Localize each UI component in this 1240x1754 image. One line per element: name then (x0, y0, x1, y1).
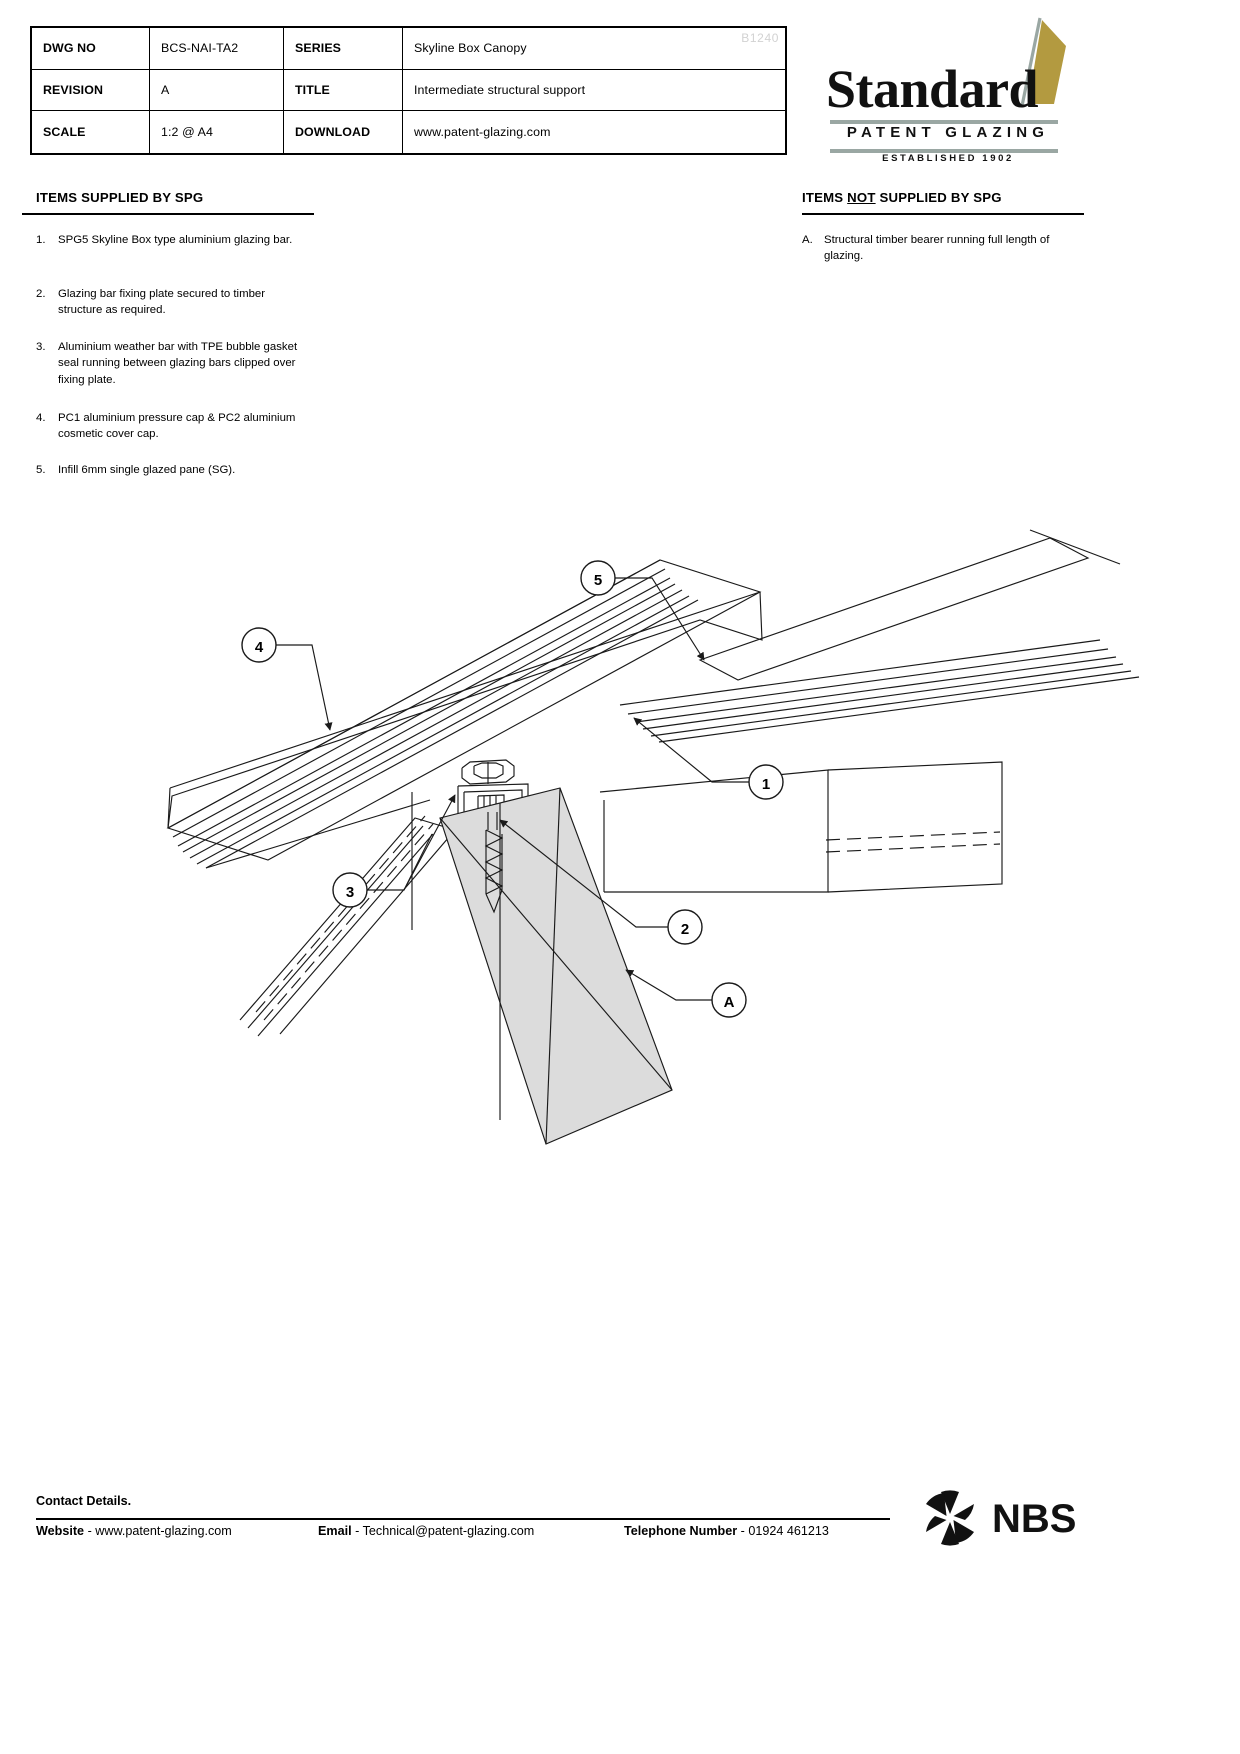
right-glass-pane (599, 761, 1003, 893)
footer-email: Email - Technical@patent-glazing.com (318, 1524, 534, 1538)
list-item: 5. Infill 6mm single glazed pane (SG). (36, 462, 308, 478)
item-text: Infill 6mm single glazed pane (SG). (58, 464, 236, 476)
item-number: A. (802, 234, 813, 246)
footer-divider (36, 1518, 890, 1520)
contact-details-title: Contact Details. (36, 1494, 132, 1508)
item-text: PC1 aluminium pressure cap & PC2 alumini… (58, 412, 296, 441)
logo-subtitle: PATENT GLAZING (846, 124, 1050, 141)
technical-detail-drawing: 5 4 1 3 2 A (166, 529, 1140, 1145)
leader-lines (275, 577, 750, 1001)
callout-label: 5 (594, 572, 602, 589)
not-supplied-heading-before: ITEMS (802, 190, 848, 205)
title-block-row: SCALE 1:2 @ A4 DOWNLOAD www.patent-glazi… (32, 111, 785, 153)
sheet-code-watermark: B1240 (741, 31, 779, 45)
cap-profile-lines-right (619, 639, 1140, 743)
not-supplied-heading-emphasis: NOT (847, 190, 876, 205)
title-block-row: REVISION A TITLE Intermediate structural… (32, 69, 785, 112)
scale-label: SCALE (32, 111, 150, 153)
series-value: Skyline Box Canopy (414, 41, 527, 56)
screw-fixing (484, 812, 504, 914)
footer-dash: - (355, 1524, 360, 1538)
flag-mark-icon (1020, 17, 1066, 107)
cap-profile-lines (167, 559, 699, 869)
callout-balloon-2[interactable]: 2 (667, 909, 703, 945)
item-text: Structural timber bearer running full le… (824, 234, 1050, 263)
not-supplied-heading: ITEMS NOT SUPPLIED BY SPG (802, 190, 1002, 205)
title-label: TITLE (284, 69, 403, 111)
email-value[interactable]: Technical@patent-glazing.com (362, 1524, 535, 1538)
logo-rule-bottom (830, 149, 1058, 153)
supplied-heading-rule (22, 213, 314, 215)
title-block-row: DWG NO BCS-NAI-TA2 SERIES Skyline Box Ca… (32, 28, 785, 70)
list-item: 1. SPG5 Skyline Box type aluminium glazi… (36, 232, 308, 248)
download-value: www.patent-glazing.com (414, 125, 551, 140)
title-block: B1240 DWG NO BCS-NAI-TA2 SERIES Skyline … (30, 26, 787, 155)
callout-label: 1 (762, 776, 770, 793)
callout-label: 2 (681, 921, 689, 938)
callout-label: A (724, 994, 735, 1011)
callout-balloon-a[interactable]: A (711, 982, 747, 1018)
telephone-label: Telephone Number (624, 1524, 738, 1538)
timber-bearer (439, 787, 673, 1145)
footer-telephone: Telephone Number - 01924 461213 (624, 1524, 829, 1538)
nbs-logo: NBS (926, 1490, 1076, 1546)
list-item: 2. Glazing bar fixing plate secured to t… (36, 286, 308, 319)
callout-balloons: 5 4 1 3 2 A (241, 560, 784, 1018)
website-label: Website (36, 1524, 85, 1538)
email-label: Email (318, 1524, 352, 1538)
list-item: A. Structural timber bearer running full… (802, 232, 1084, 265)
revision-label: REVISION (32, 69, 150, 111)
dwg-no-value: BCS-NAI-TA2 (150, 28, 284, 69)
item-number: 5. (36, 464, 46, 476)
title-value: Intermediate structural support (414, 82, 586, 97)
item-text: Glazing bar fixing plate secured to timb… (58, 288, 266, 317)
item-number: 2. (36, 288, 46, 300)
item-text: SPG5 Skyline Box type aluminium glazing … (58, 234, 293, 246)
callout-label: 3 (346, 884, 354, 901)
not-supplied-heading-after: SUPPLIED BY SPG (875, 190, 1002, 205)
left-glass-pane (239, 815, 457, 1037)
website-value[interactable]: www.patent-glazing.com (95, 1524, 232, 1538)
callout-balloon-4[interactable]: 4 (241, 627, 277, 663)
list-item: 4. PC1 aluminium pressure cap & PC2 alum… (36, 410, 308, 443)
supplied-heading: ITEMS SUPPLIED BY SPG (36, 190, 204, 205)
callout-balloon-3[interactable]: 3 (332, 872, 368, 908)
list-item: 3. Aluminium weather bar with TPE bubble… (36, 339, 308, 388)
nbs-wordmark: NBS (992, 1497, 1076, 1541)
logo-wordmark: Standard (826, 59, 1039, 119)
item-number: 1. (36, 234, 46, 246)
not-supplied-heading-rule (802, 213, 1084, 215)
footer-website: Website - www.patent-glazing.com (36, 1524, 232, 1538)
telephone-value: 01924 461213 (748, 1524, 829, 1538)
callout-balloon-5[interactable]: 5 (580, 560, 616, 596)
revision-value: A (150, 69, 284, 111)
footer-dash: - (740, 1524, 745, 1538)
logo-rule-top (830, 120, 1058, 124)
footer-dash: - (87, 1524, 92, 1538)
callout-balloon-1[interactable]: 1 (748, 764, 784, 800)
item-number: 4. (36, 412, 46, 424)
nbs-flower-icon (926, 1490, 974, 1546)
item-number: 3. (36, 341, 46, 353)
logo-established: ESTABLISHED 1902 (882, 153, 1014, 164)
item-text: Aluminium weather bar with TPE bubble ga… (58, 341, 298, 386)
company-logo: Standard PATENT GLAZING ESTABLISHED 1902 (820, 16, 1070, 164)
scale-value: 1:2 @ A4 (150, 111, 284, 153)
download-label: DOWNLOAD (284, 111, 403, 153)
dwg-no-label: DWG NO (32, 28, 150, 69)
callout-label: 4 (255, 639, 264, 656)
series-label: SERIES (284, 28, 403, 69)
